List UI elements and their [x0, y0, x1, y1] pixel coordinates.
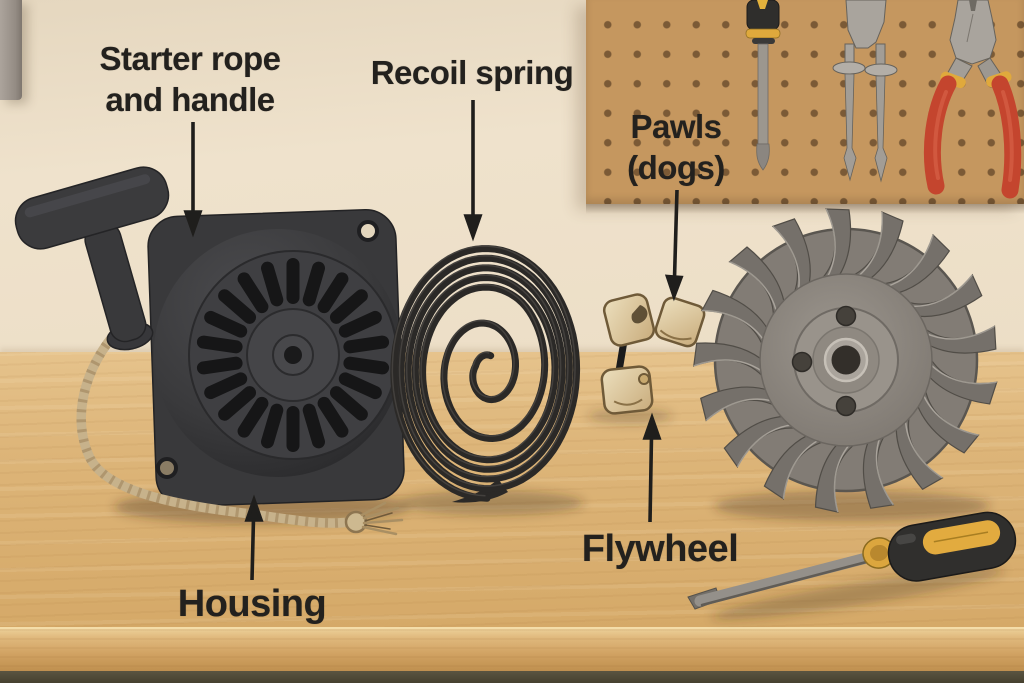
housing-vent-slots [196, 258, 390, 452]
pawl-loose [654, 296, 706, 348]
rope-frayed-end [360, 501, 404, 536]
flywheel [693, 208, 998, 513]
wall-corner-trim [0, 0, 22, 100]
pegboard-divider-tool [832, 0, 898, 183]
label-line: Pawls [630, 108, 722, 145]
pegboard-tools [745, 0, 1022, 199]
label-pawls-dogs: Pawls (dogs) [596, 106, 756, 188]
label-housing: Housing [142, 582, 362, 626]
recoil-spring [390, 245, 581, 503]
label-line: Housing [177, 583, 327, 625]
pawl-upper [602, 293, 656, 347]
label-line: Recoil spring [370, 54, 574, 91]
pegboard-screwdriver [745, 0, 781, 171]
pegboard-shadow [586, 204, 1024, 214]
label-line: Starter rope [99, 40, 281, 77]
label-line: Flywheel [581, 528, 739, 570]
label-line: (dogs) [627, 149, 725, 186]
flywheel-bolt-holes [791, 305, 857, 417]
flange-bolt-hole [156, 457, 178, 479]
pegboard-pliers [923, 0, 1022, 199]
flange-bolt-hole [357, 220, 379, 242]
label-flywheel: Flywheel [550, 527, 770, 571]
arrow-housing [244, 494, 264, 581]
label-recoil-spring: Recoil spring [342, 52, 602, 93]
pawl-pin [638, 373, 650, 385]
screwdriver-on-bench [687, 511, 1017, 610]
flywheel-center-bore [831, 345, 861, 375]
workbench-front-edge [0, 627, 1024, 672]
pawls [600, 293, 706, 415]
flywheel-fins [693, 208, 998, 513]
label-line: and handle [105, 81, 275, 118]
arrow-flywheel [642, 412, 662, 523]
arrow-pawls [664, 189, 684, 302]
arrow-starter-rope [183, 122, 203, 238]
workbench-under-shadow [0, 671, 1024, 683]
starter-rope [76, 317, 404, 536]
starter-housing [14, 166, 405, 536]
label-starter-rope-and-handle: Starter rope and handle [30, 38, 350, 120]
pawl-lower [600, 365, 654, 415]
starter-handle [14, 166, 170, 351]
label-arrows [183, 100, 684, 581]
arrow-recoil-spring [463, 100, 483, 242]
